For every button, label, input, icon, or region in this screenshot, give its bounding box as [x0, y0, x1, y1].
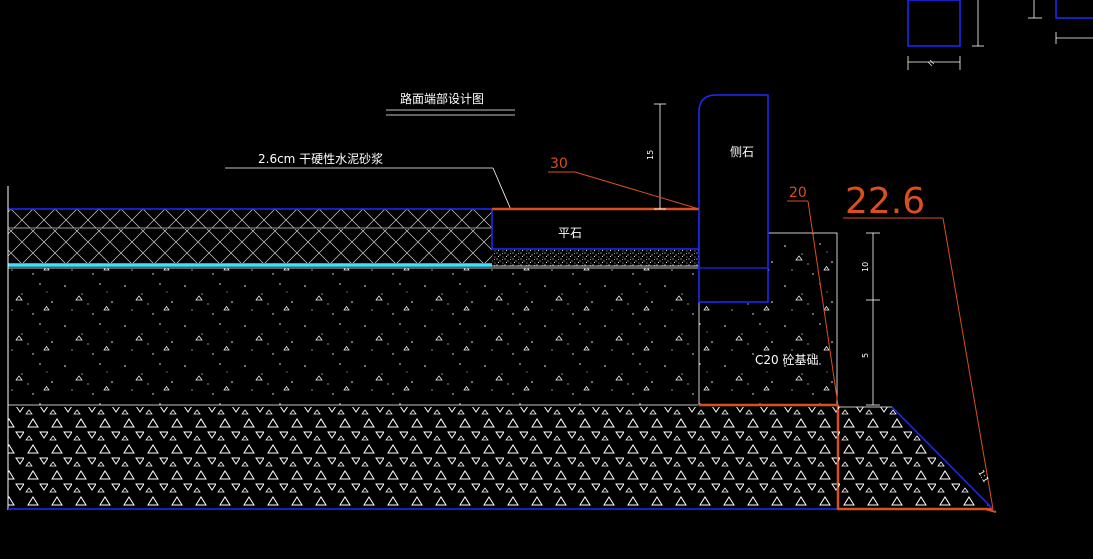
curb-height-text: 15: [646, 150, 655, 160]
curb-base-assembly: C20 砼基础: [698, 232, 994, 511]
base-concrete-layer: [8, 268, 698, 405]
drawing-title-group: 路面端部设计图: [386, 91, 515, 116]
flat-stone: [491, 208, 700, 250]
curb-height-dimension: 15: [646, 103, 666, 210]
flat-stone-assembly: 平石: [491, 207, 700, 267]
subgrade-slope: [838, 407, 993, 509]
dim-22-6-text: 22.6: [845, 181, 925, 222]
dim-30-text: 30: [550, 156, 568, 172]
dim-20-text: 20: [789, 185, 807, 201]
mortar-bed: [492, 250, 699, 266]
curb-stone-label: 侧石: [730, 145, 754, 159]
curb-stone-assembly: 侧石: [698, 94, 769, 303]
pavement-layers: [7, 186, 838, 510]
orange-annotations: 30 20 22.6: [548, 156, 997, 513]
surface-layer-upper: [8, 209, 492, 228]
curb-stone: [698, 94, 769, 303]
surface-layer-lower: [8, 229, 492, 263]
dim-right-upper-text: 10: [861, 262, 870, 272]
mortar-leader: 2.6cm 干硬性水泥砂浆: [225, 151, 531, 255]
base-label: C20 砼基础: [755, 353, 818, 367]
right-dimensions: 10 5: [861, 232, 880, 406]
gravel-subbase-layer: [8, 407, 838, 509]
dim-right-lower-text: 5: [861, 353, 870, 358]
flat-stone-label: 平石: [558, 226, 582, 240]
drawing-title: 路面端部设计图: [400, 91, 484, 106]
mortar-label: 2.6cm 干硬性水泥砂浆: [258, 151, 383, 166]
top-right-detail: [907, 0, 1093, 70]
